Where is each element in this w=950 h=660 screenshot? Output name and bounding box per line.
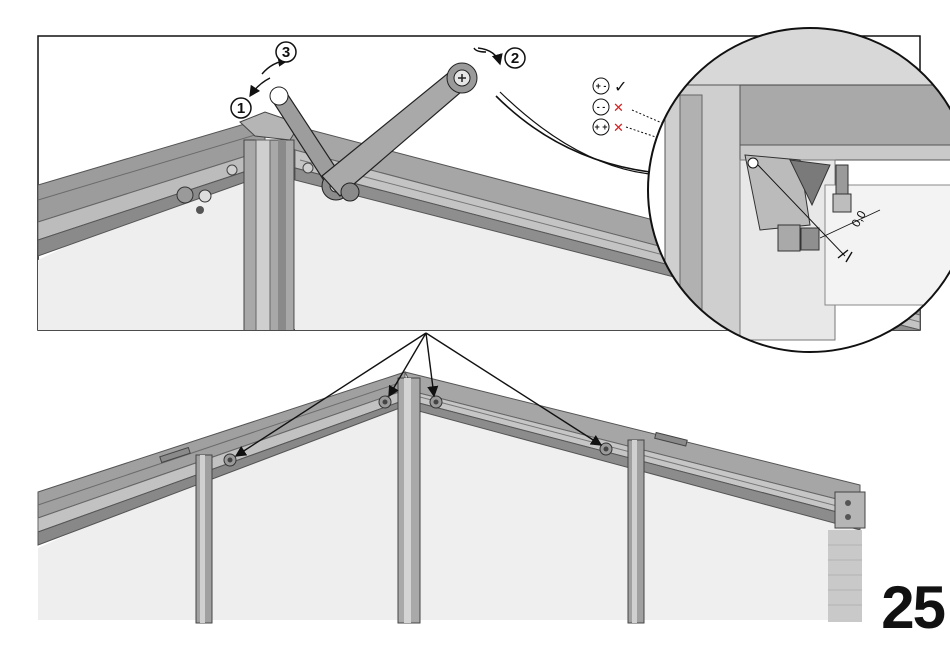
sequence-callout-3: 3 — [276, 42, 296, 62]
svg-text:- -: - - — [597, 102, 606, 112]
bolt-icon — [600, 443, 612, 455]
bolt-icon — [224, 454, 236, 466]
svg-text:+ +: + + — [594, 122, 607, 132]
sequence-callout-2: 2 — [505, 48, 525, 68]
cross-icon: ✕ — [613, 121, 624, 136]
step-number: 25 — [881, 578, 944, 638]
sequence-callout-1: 1 — [231, 98, 251, 118]
overview-illustration — [38, 333, 865, 623]
svg-text:3: 3 — [282, 44, 290, 61]
bolt-icon — [379, 396, 391, 408]
detail-panel: 1 3 2 + - ✓ - - ✕ + — [38, 28, 950, 358]
svg-text:+ -: + - — [596, 81, 607, 91]
check-icon: ✓ — [614, 77, 627, 96]
cross-icon: ✕ — [613, 101, 624, 116]
svg-text:2: 2 — [511, 50, 519, 67]
svg-text:1: 1 — [237, 100, 245, 117]
bolt-icon — [430, 396, 442, 408]
